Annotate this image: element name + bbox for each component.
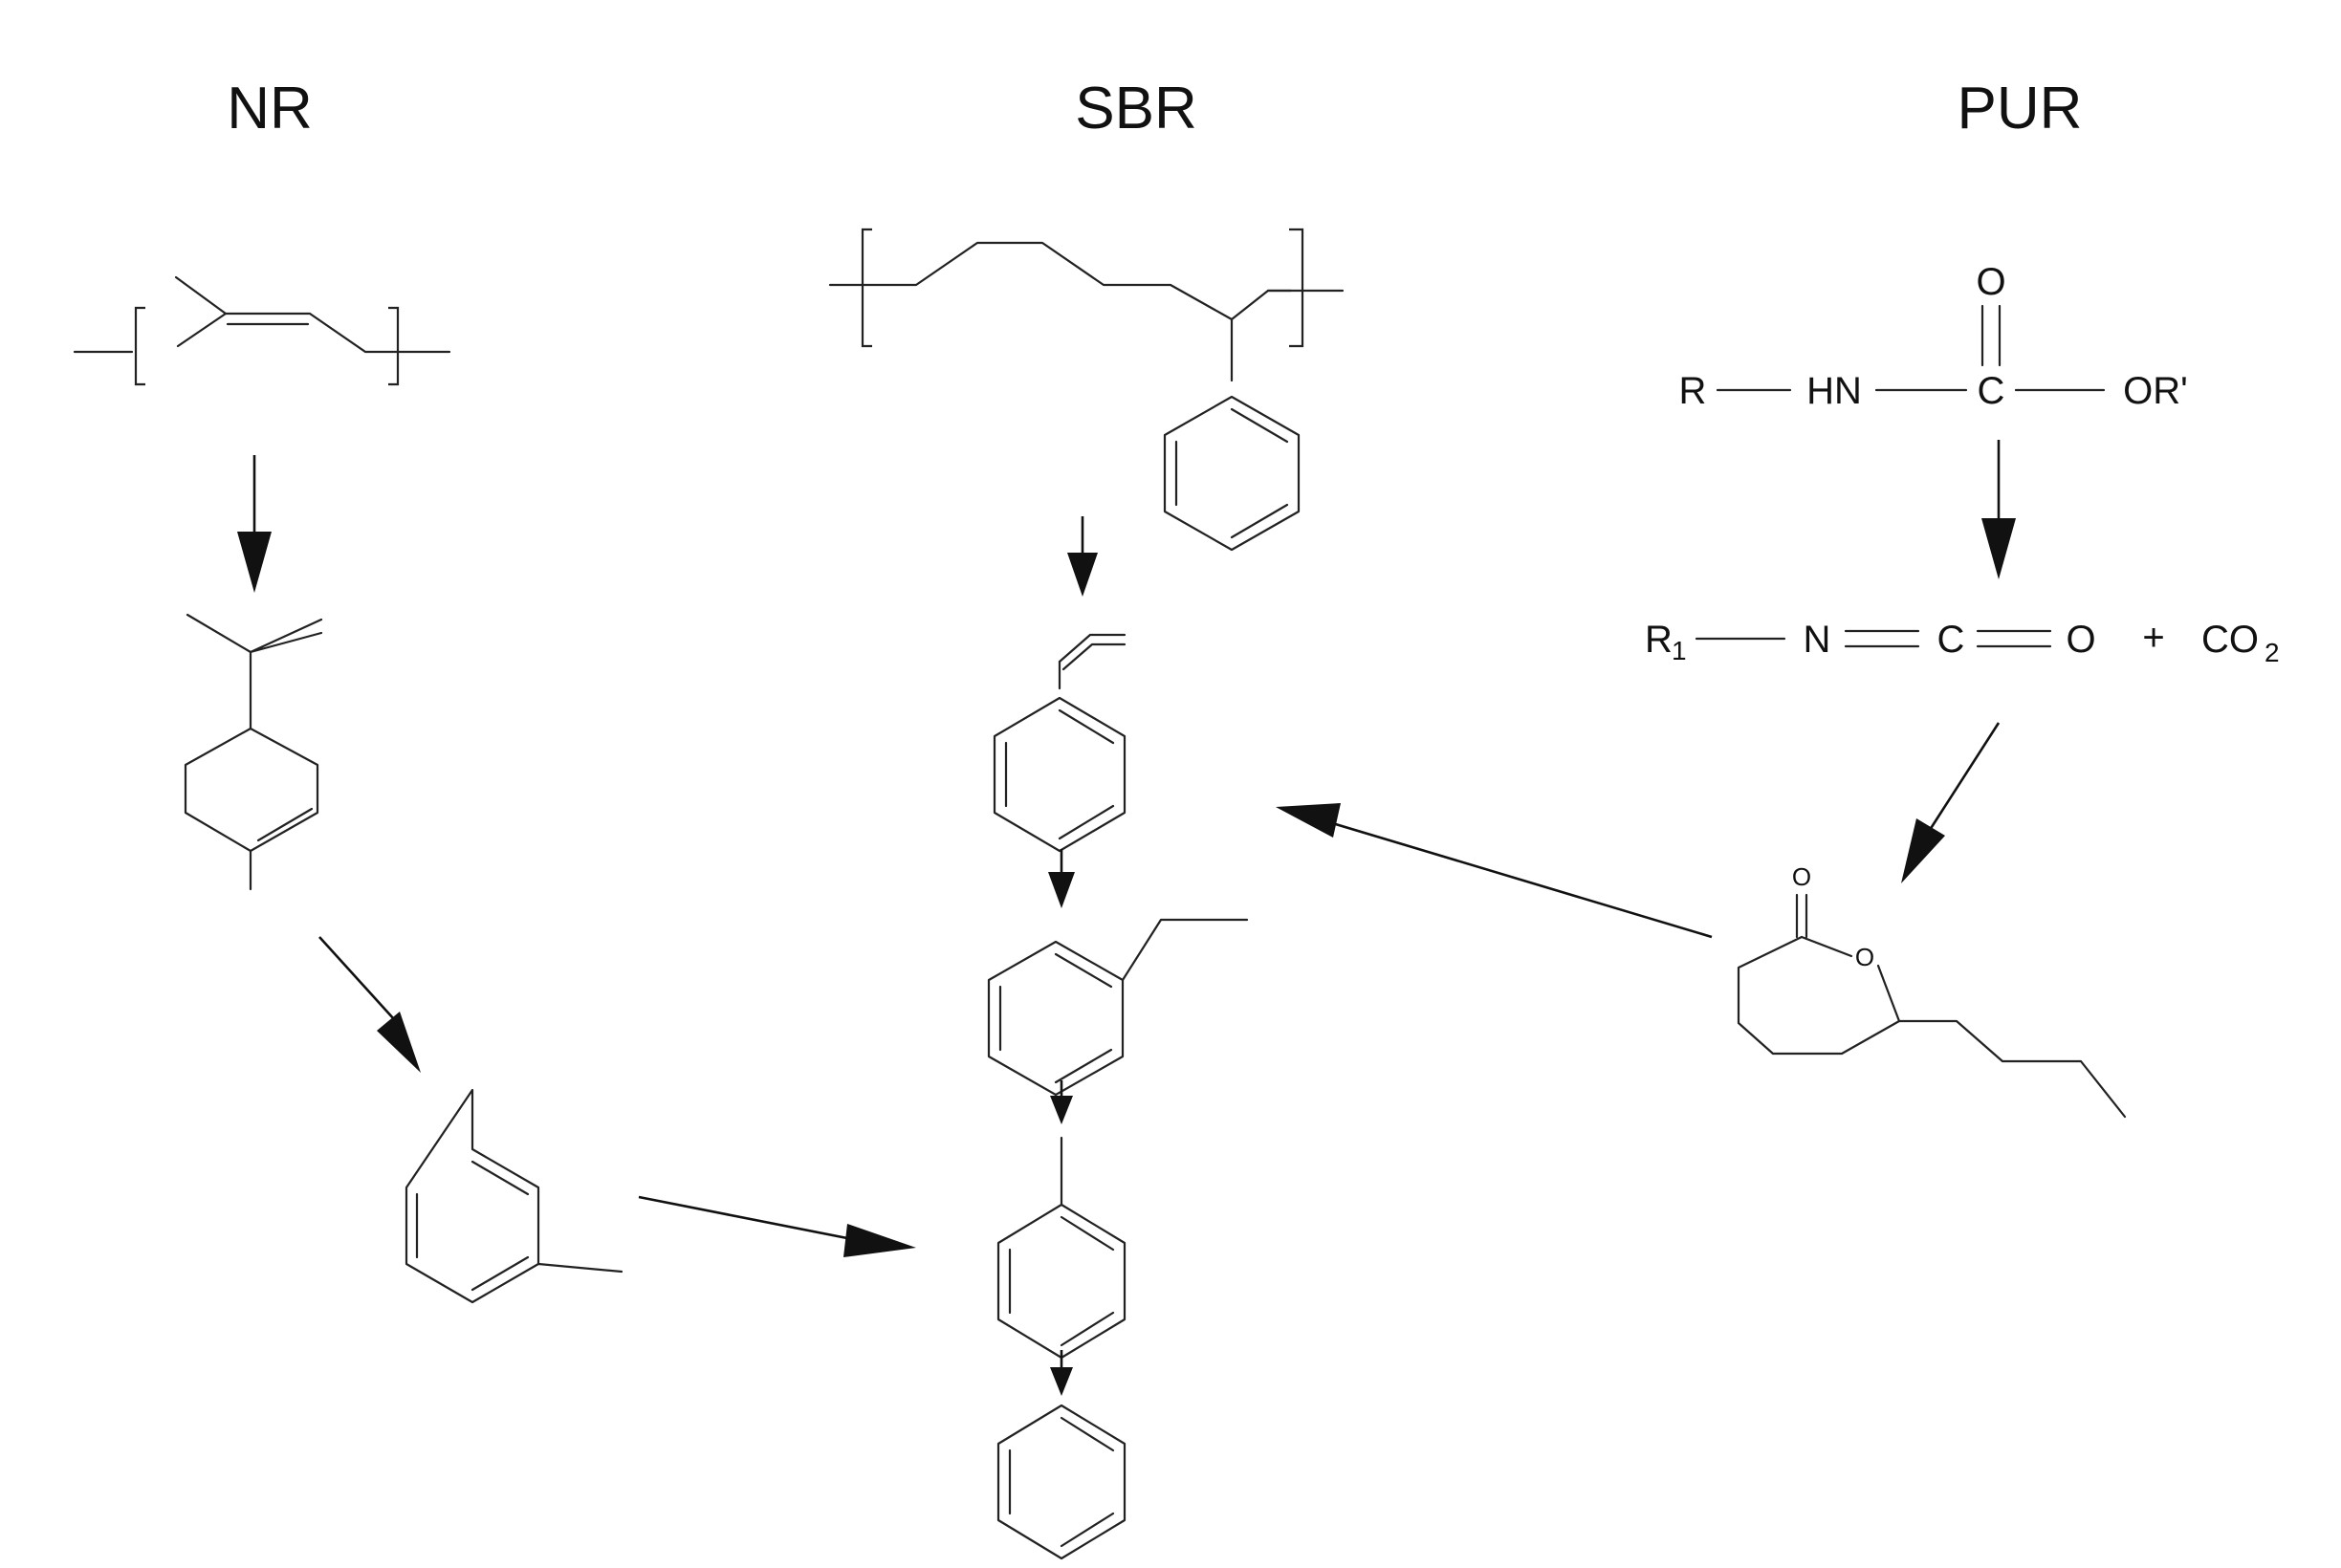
pur-urethane-structure: R HN C O OR' (1679, 261, 2188, 412)
benzene-structure (996, 1404, 1127, 1560)
arrow-m-xylene-to-toluene (638, 1195, 916, 1257)
co2-label: CO (2201, 619, 2259, 661)
heading-nr: NR (227, 76, 313, 142)
urethane-c-label: C (1978, 370, 2005, 412)
urethane-or-prime-label: OR' (2123, 370, 2188, 412)
isocyanate-n-label: N (1804, 619, 1831, 661)
toluene-structure (996, 1136, 1127, 1360)
arrow-ethylbenzene-to-toluene (1050, 1080, 1073, 1124)
arrow-urethane-to-isocyanate (1981, 440, 2016, 579)
lactone-ring-o-label: O (1855, 943, 1874, 971)
arrow-isocyanate-to-lactone (1901, 722, 2001, 883)
delta-lactone-structure: O O (1737, 862, 2127, 1119)
styrene-structure (993, 633, 1127, 853)
arrow-toluene-to-benzene (1050, 1350, 1073, 1396)
heading-pur: PUR (1958, 76, 2083, 142)
co2-subscript: 2 (2264, 638, 2280, 667)
arrow-nr-to-limonene (237, 455, 272, 593)
arrow-lactone-to-styrene (1276, 803, 1713, 939)
arrow-sbr-to-styrene (1067, 516, 1098, 597)
arrow-styrene-to-ethylbenzene (1048, 849, 1075, 908)
plus-sign: + (2142, 617, 2164, 659)
urethane-hn-label: HN (1806, 370, 1862, 412)
heading-sbr: SBR (1075, 76, 1196, 142)
nr-m-xylene-structure (405, 1088, 624, 1304)
urethane-r-label: R (1679, 370, 1707, 412)
nr-limonene-structure (184, 613, 323, 891)
ethylbenzene-structure (987, 918, 1249, 1097)
isocyanate-o-label: O (2066, 619, 2095, 661)
lactone-carbonyl-o-label: O (1792, 862, 1811, 891)
nr-polyisoprene-structure (73, 275, 451, 386)
pur-isocyanate-structure: R 1 N C O + CO 2 (1645, 617, 2280, 667)
isocyanate-c-label: C (1937, 619, 1965, 661)
isocyanate-r-subscript: 1 (1672, 636, 1687, 665)
sbr-copolymer-structure (828, 228, 1345, 552)
urethane-carbonyl-o-label: O (1976, 261, 2005, 303)
arrow-limonene-to-m-xylene (318, 936, 421, 1073)
isocyanate-r-label: R (1645, 619, 1673, 661)
